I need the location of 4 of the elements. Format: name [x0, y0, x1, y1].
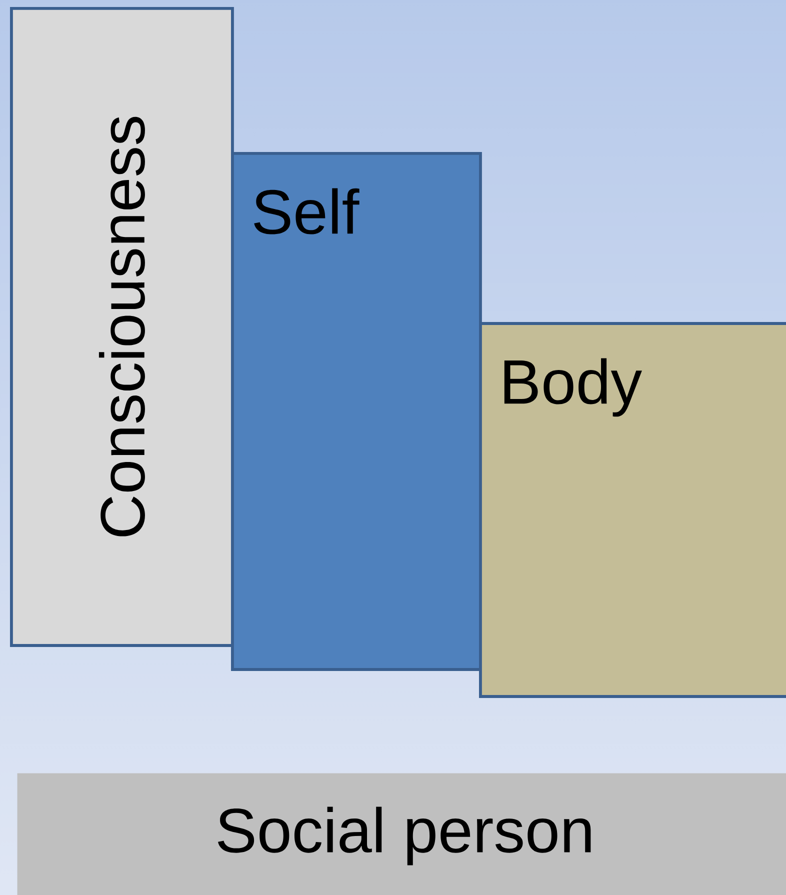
box: Body	[479, 322, 786, 698]
box: Consciousness	[10, 7, 234, 647]
bar: Social person	[17, 773, 786, 895]
box: Self	[231, 152, 482, 671]
